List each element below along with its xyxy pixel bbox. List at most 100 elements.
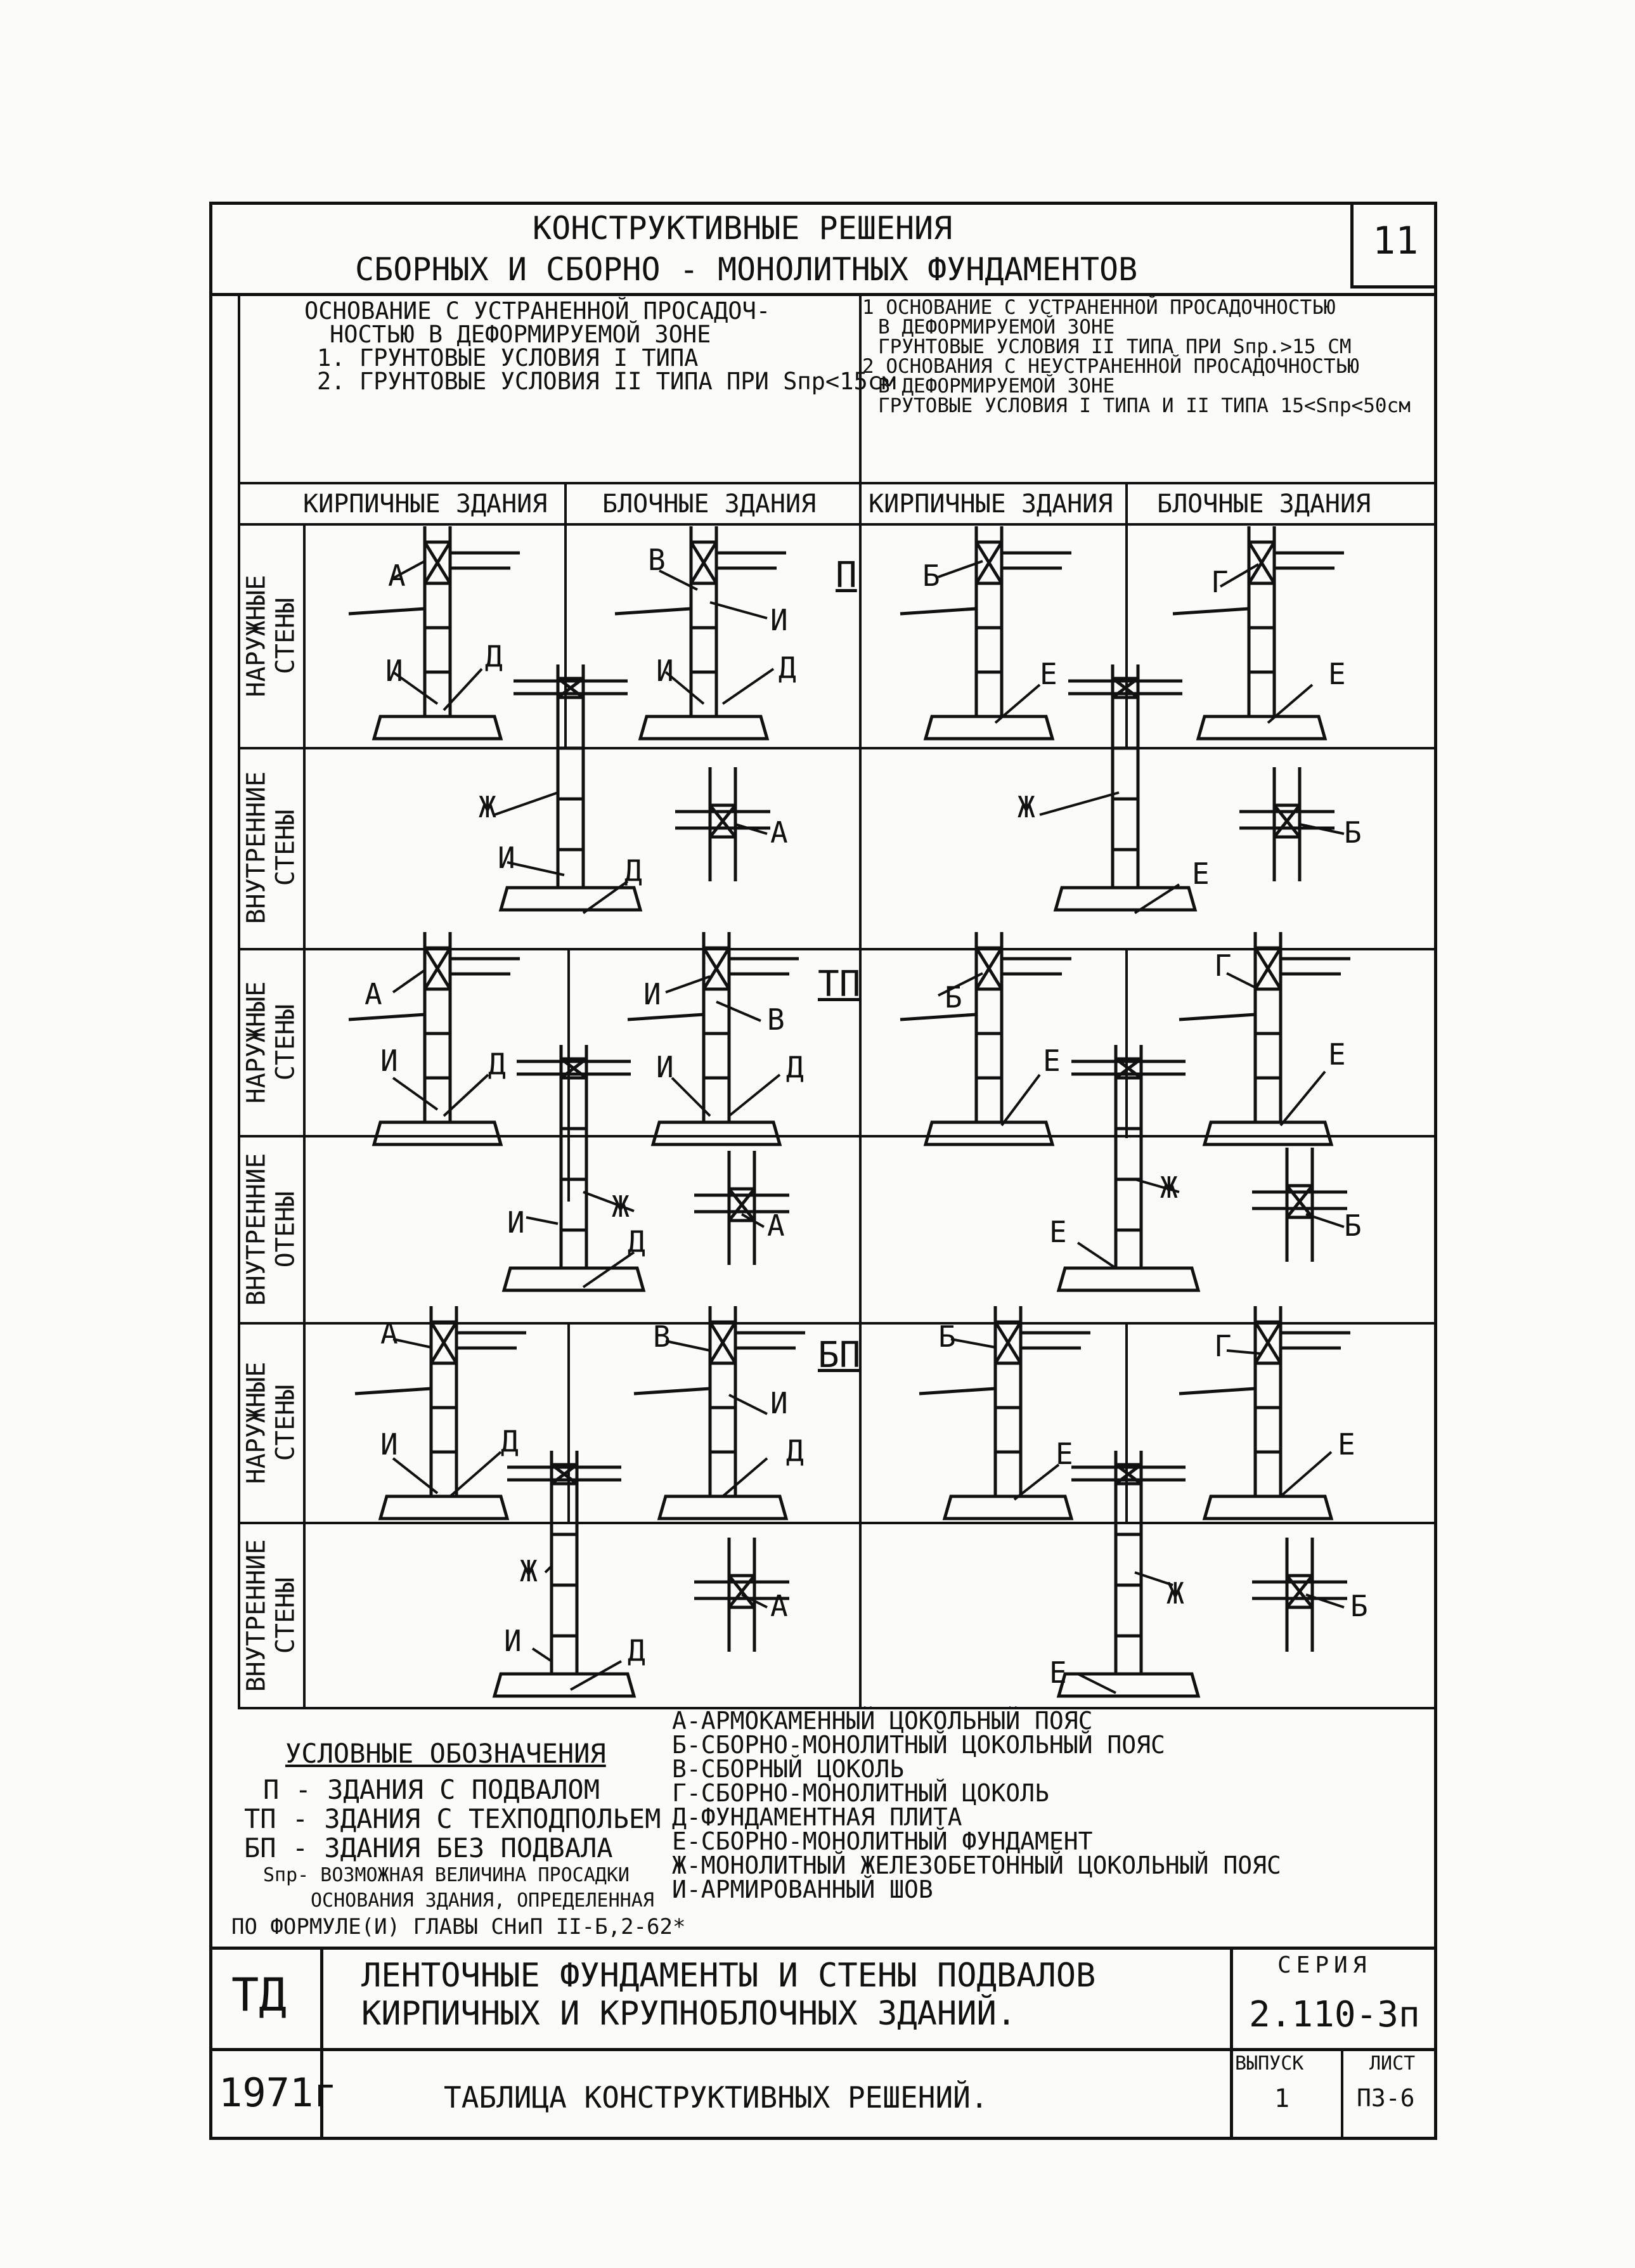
label-b: Б bbox=[1344, 815, 1362, 850]
label-v: В bbox=[767, 1002, 785, 1037]
legend-item: ПО ФОРМУЛЕ(И) ГЛАВЫ СНиП II-Б,2-62* bbox=[231, 1914, 686, 1940]
label-i: И bbox=[770, 1386, 788, 1420]
sheet-title: ТАБЛИЦА КОНСТРУКТИВНЫХ РЕШЕНИЙ. bbox=[444, 2080, 988, 2115]
label-i: И bbox=[380, 1427, 398, 1461]
label-e: Е bbox=[1049, 1215, 1067, 1249]
condition-line: ГРУТОВЫЕ УСЛОВИЯ I ТИПА И II ТИПА 15<Sпр… bbox=[878, 394, 1411, 417]
legend-item: П - ЗДАНИЯ С ПОДВАЛОМ bbox=[263, 1774, 600, 1805]
year: 1971г bbox=[219, 2070, 337, 2116]
label-a: А bbox=[365, 977, 382, 1011]
conditions-left: ОСНОВАНИЕ С УСТРАНЕННОЙ ПРОСАДОЧ- НОСТЬЮ… bbox=[304, 297, 896, 393]
label-a: А bbox=[388, 559, 406, 593]
label-a: А bbox=[770, 815, 788, 850]
column-header: БЛОЧНЫЕ ЗДАНИЯ bbox=[602, 489, 817, 519]
label-d: Д bbox=[488, 1047, 506, 1081]
issue-value: 1 bbox=[1274, 2084, 1290, 2113]
legend-item: А-АРМОКАМЕННЫЙ ЦОКОЛЬНЫЙ ПОЯС bbox=[672, 1707, 1093, 1735]
label-g: Г bbox=[1214, 1329, 1232, 1363]
label-a: А bbox=[770, 1589, 788, 1623]
label-d: Д bbox=[485, 639, 503, 673]
label-i: И bbox=[507, 1205, 525, 1240]
condition-line: 1 ОСНОВАНИЕ С УСТРАНЕННОЙ ПРОСАДОЧНОСТЬЮ bbox=[862, 296, 1336, 319]
label-e: Е bbox=[1328, 657, 1346, 691]
issue-label: ВЫПУСК bbox=[1235, 2052, 1304, 2075]
label-e: Е bbox=[1049, 1656, 1067, 1690]
label-a: А bbox=[380, 1316, 398, 1351]
label-zh: Ж bbox=[1160, 1170, 1178, 1205]
label-d: Д bbox=[786, 1050, 804, 1084]
label-d: Д bbox=[628, 1633, 645, 1668]
series-label: СЕРИЯ bbox=[1277, 1952, 1372, 1978]
label-d: Д bbox=[779, 651, 796, 685]
condition-line: 1. ГРУНТОВЫЕ УСЛОВИЯ I ТИПА bbox=[317, 344, 699, 372]
label-v: В bbox=[653, 1319, 671, 1354]
legend-item: Sпр- ВОЗМОЖНАЯ ВЕЛИЧИНА ПРОСАДКИ bbox=[263, 1864, 630, 1886]
condition-line: НОСТЬЮ В ДЕФОРМИРУЕМОЙ ЗОНЕ bbox=[330, 321, 711, 348]
label-i: И bbox=[656, 1050, 674, 1084]
label-i: И bbox=[770, 603, 788, 637]
condition-line: 2 ОСНОВАНИЯ С НЕУСТРАНЕННОЙ ПРОСАДОЧНОСТ… bbox=[862, 355, 1359, 378]
group-label-bp: БП bbox=[818, 1335, 861, 1376]
label-zh: Ж bbox=[520, 1554, 538, 1588]
label-g: Г bbox=[1211, 565, 1229, 599]
condition-line: В ДЕФОРМИРУЕМОЙ ЗОНЕ bbox=[878, 375, 1115, 398]
legend-item: В-СБОРНЫЙ ЦОКОЛЬ bbox=[672, 1755, 905, 1783]
condition-line: В ДЕФОРМИРУЕМОЙ ЗОНЕ bbox=[878, 316, 1115, 339]
legend-item: Г-СБОРНО-МОНОЛИТНЫЙ ЦОКОЛЬ bbox=[672, 1779, 1049, 1807]
legend-item: Ж-МОНОЛИТНЫЙ ЖЕЛЕЗОБЕТОННЫЙ ЦОКОЛЬНЫЙ ПО… bbox=[672, 1851, 1281, 1879]
header-title-line1: КОНСТРУКТИВНЫЕ РЕШЕНИЯ bbox=[533, 210, 953, 247]
legend-item: ТП - ЗДАНИЯ С ТЕХПОДПОЛЬЕМ bbox=[244, 1803, 661, 1834]
label-a: А bbox=[767, 1209, 785, 1243]
label-d: Д bbox=[786, 1434, 804, 1468]
header-title-line2: СБОРНЫХ И СБОРНО - МОНОЛИТНЫХ ФУНДАМЕНТО… bbox=[355, 251, 1138, 288]
legend-item: Б-СБОРНО-МОНОЛИТНЫЙ ЦОКОЛЬНЫЙ ПОЯС bbox=[672, 1731, 1165, 1759]
org-code: ТД bbox=[231, 1968, 287, 2021]
legend-item: Е-СБОРНО-МОНОЛИТНЫЙ ФУНДАМЕНТ bbox=[672, 1827, 1093, 1855]
label-d: Д bbox=[624, 853, 642, 888]
label-e: Е bbox=[1328, 1037, 1346, 1072]
label-i: И bbox=[380, 1044, 398, 1078]
label-i: И bbox=[656, 654, 674, 688]
label-g: Г bbox=[1214, 949, 1232, 983]
label-b: Б bbox=[1350, 1589, 1368, 1623]
condition-line: ОСНОВАНИЕ С УСТРАНЕННОЙ ПРОСАДОЧ- bbox=[304, 297, 771, 325]
drawing-title-line2: КИРПИЧНЫХ И КРУПНОБЛОЧНЫХ ЗДАНИЙ. bbox=[361, 1995, 1017, 2033]
sheet-value: П3-6 bbox=[1357, 2084, 1415, 2112]
legend-item: И-АРМИРОВАННЫЙ ШОВ bbox=[672, 1876, 933, 1903]
legend-left: П - ЗДАНИЯ С ПОДВАЛОМ ТП - ЗДАНИЯ С ТЕХП… bbox=[225, 1775, 685, 1940]
label-i: И bbox=[385, 654, 403, 688]
column-header: КИРПИЧНЫЕ ЗДАНИЯ bbox=[869, 489, 1113, 519]
drawing-title-line1: ЛЕНТОЧНЫЕ ФУНДАМЕНТЫ И СТЕНЫ ПОДВАЛОВ bbox=[361, 1957, 1096, 1995]
label-i: И bbox=[498, 841, 515, 875]
condition-line: ГРУНТОВЫЕ УСЛОВИЯ II ТИПА ПРИ Sпр.>15 СМ bbox=[878, 335, 1352, 358]
column-header: КИРПИЧНЫЕ ЗДАНИЯ bbox=[303, 489, 548, 519]
drawing-frame bbox=[209, 202, 1437, 2140]
label-e: Е bbox=[1043, 1044, 1061, 1078]
page-number: 11 bbox=[1373, 219, 1419, 263]
label-b: Б bbox=[945, 980, 962, 1014]
column-header: БЛОЧНЫЕ ЗДАНИЯ bbox=[1157, 489, 1371, 519]
conditions-right: 1 ОСНОВАНИЕ С УСТРАНЕННОЙ ПРОСАДОЧНОСТЬЮ… bbox=[862, 296, 1411, 416]
label-zh: Ж bbox=[1018, 790, 1035, 824]
series-value: 2.110-3п bbox=[1249, 1994, 1420, 2035]
group-label-tp: ТП bbox=[818, 964, 861, 1005]
label-zh: Ж bbox=[479, 790, 496, 824]
label-e: Е bbox=[1040, 657, 1057, 691]
label-b: Б bbox=[1344, 1209, 1362, 1243]
legend-item: БП - ЗДАНИЯ БЕЗ ПОДВАЛА bbox=[244, 1832, 613, 1863]
label-e: Е bbox=[1338, 1427, 1355, 1461]
condition-line: 2. ГРУНТОВЫЕ УСЛОВИЯ II ТИПА ПРИ Sпр<15с… bbox=[317, 368, 896, 395]
label-b: Б bbox=[938, 1319, 956, 1354]
legend-item: ОСНОВАНИЯ ЗДАНИЯ, ОПРЕДЕЛЕННАЯ bbox=[311, 1889, 654, 1912]
label-e: Е bbox=[1056, 1437, 1073, 1471]
label-i: И bbox=[504, 1624, 522, 1658]
label-e: Е bbox=[1192, 857, 1210, 891]
label-zh: Ж bbox=[1166, 1576, 1184, 1610]
sheet-label: ЛИСТ bbox=[1369, 2052, 1416, 2075]
label-i: И bbox=[643, 977, 661, 1011]
legend-title: УСЛОВНЫЕ ОБОЗНАЧЕНИЯ bbox=[285, 1738, 606, 1769]
label-b: Б bbox=[922, 559, 940, 593]
label-d: Д bbox=[501, 1424, 519, 1458]
label-d: Д bbox=[628, 1224, 645, 1259]
